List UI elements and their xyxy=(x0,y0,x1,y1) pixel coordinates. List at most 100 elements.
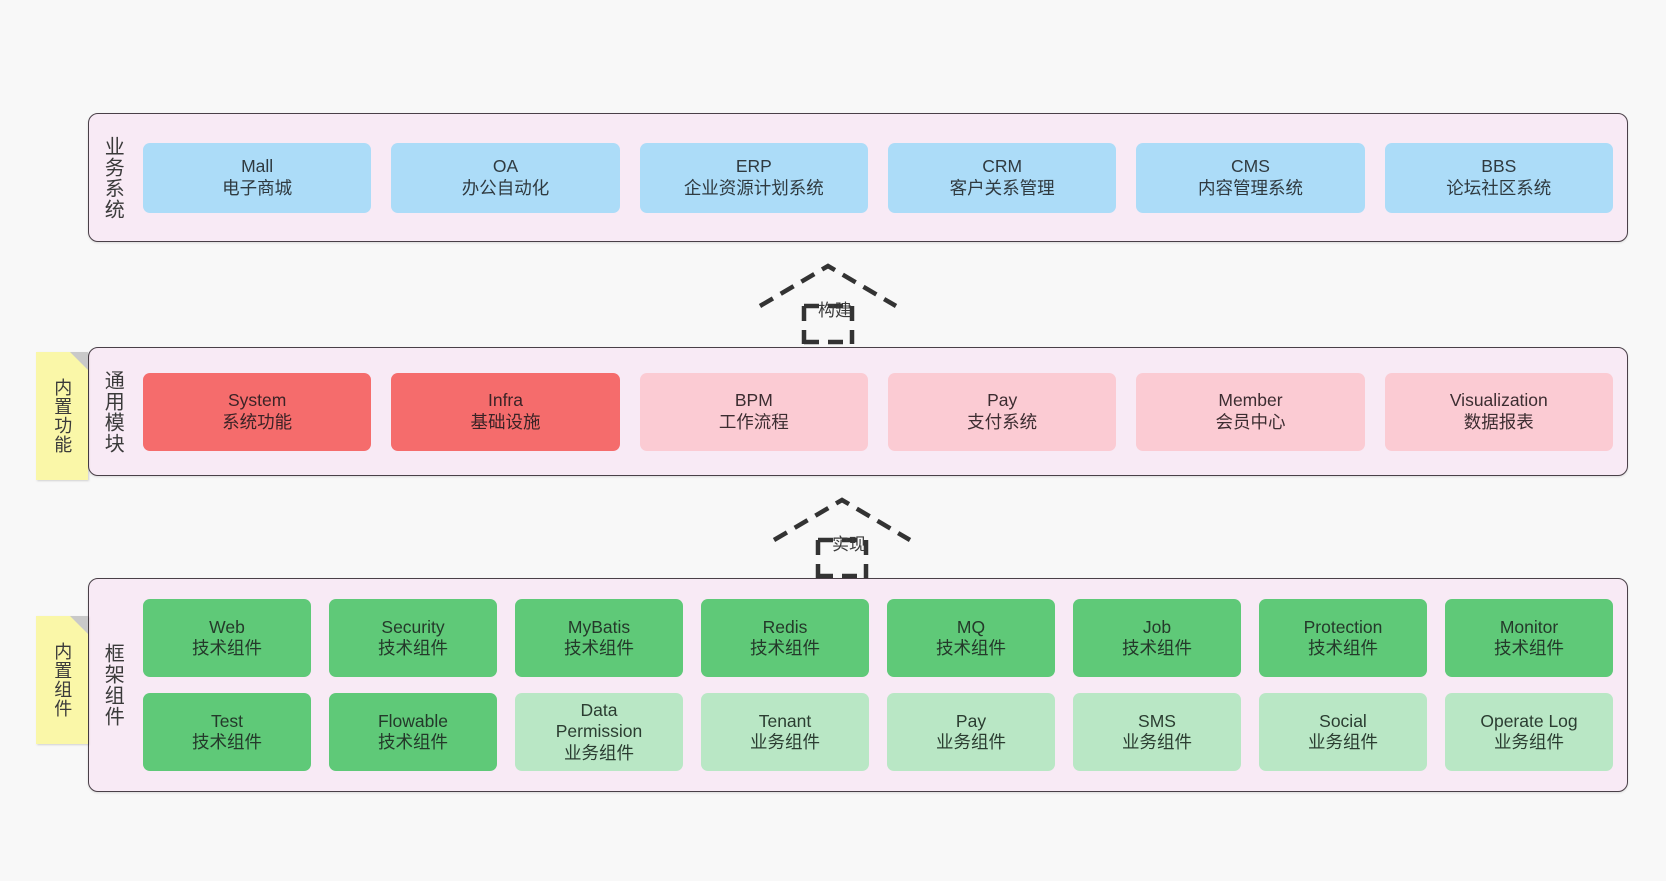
layer-business-systems: 业务系统 Mall 电子商城 OA 办公自动化 ERP 企业资源计划系统 CRM… xyxy=(88,113,1628,242)
framework-card-web-desc: 技术组件 xyxy=(192,638,262,658)
business-card-mall[interactable]: Mall 电子商城 xyxy=(143,142,372,213)
sticky-note-fold-icon xyxy=(70,616,88,634)
layer-framework-components: 框架组件 Web 技术组件 Security 技术组件 MyBatis 技术组件… xyxy=(88,578,1628,792)
framework-card-data-permission-name: Data Permission xyxy=(555,699,643,742)
framework-card-flowable[interactable]: Flowable 技术组件 xyxy=(329,693,497,771)
module-card-infra-desc: 基础设施 xyxy=(470,411,541,432)
business-card-crm[interactable]: CRM 客户关系管理 xyxy=(887,142,1117,213)
framework-biz-row: Test 技术组件 Flowable 技术组件 Data Permission … xyxy=(143,693,1613,771)
framework-card-operate-log[interactable]: Operate Log 业务组件 xyxy=(1445,693,1613,771)
framework-card-social[interactable]: Social 业务组件 xyxy=(1259,693,1427,771)
module-card-infra-name: Infra xyxy=(487,390,523,411)
business-card-cms[interactable]: CMS 内容管理系统 xyxy=(1136,142,1365,213)
business-card-erp[interactable]: ERP 企业资源计划系统 xyxy=(639,142,868,213)
module-card-system[interactable]: System 系统功能 xyxy=(143,372,372,451)
layer-common-modules: 通用模块 System 系统功能 Infra 基础设施 BPM 工作流程 Pay… xyxy=(88,347,1628,476)
layer-common-modules-label: 通用模块 xyxy=(101,369,124,454)
framework-card-social-name: Social xyxy=(1319,710,1367,731)
sticky-note-fold-icon xyxy=(70,352,88,370)
module-card-bpm-name: BPM xyxy=(734,390,773,411)
framework-card-test-desc: 技术组件 xyxy=(192,732,262,752)
framework-card-data-permission-desc: 业务组件 xyxy=(564,742,634,763)
layer-framework-components-body: Web 技术组件 Security 技术组件 MyBatis 技术组件 Redi… xyxy=(135,579,1627,791)
framework-card-protection[interactable]: Protection 技术组件 xyxy=(1259,599,1427,677)
business-card-oa[interactable]: OA 办公自动化 xyxy=(391,142,620,213)
business-card-bbs-name: BBS xyxy=(1481,156,1517,177)
business-card-oa-desc: 办公自动化 xyxy=(461,177,550,198)
framework-card-protection-desc: 技术组件 xyxy=(1308,638,1378,658)
business-card-cms-desc: 内容管理系统 xyxy=(1197,177,1303,198)
framework-card-monitor-desc: 技术组件 xyxy=(1494,638,1564,658)
framework-card-pay[interactable]: Pay 业务组件 xyxy=(887,693,1055,771)
business-card-erp-desc: 企业资源计划系统 xyxy=(683,177,824,198)
framework-card-flowable-desc: 技术组件 xyxy=(378,732,448,752)
framework-card-pay-desc: 业务组件 xyxy=(936,732,1006,752)
framework-tech-row: Web 技术组件 Security 技术组件 MyBatis 技术组件 Redi… xyxy=(143,599,1613,677)
sticky-note-builtin-components: 内置组件 xyxy=(36,616,88,744)
framework-card-tenant[interactable]: Tenant 业务组件 xyxy=(701,693,869,771)
framework-card-operate-log-name: Operate Log xyxy=(1480,710,1578,731)
framework-card-redis-name: Redis xyxy=(762,616,808,637)
common-modules-row: System 系统功能 Infra 基础设施 BPM 工作流程 Pay 支付系统… xyxy=(143,372,1613,451)
framework-card-sms-name: SMS xyxy=(1138,710,1176,731)
framework-card-monitor[interactable]: Monitor 技术组件 xyxy=(1445,599,1613,677)
framework-card-test-name: Test xyxy=(210,710,244,731)
business-card-mall-desc: 电子商城 xyxy=(222,177,293,198)
framework-card-mybatis[interactable]: MyBatis 技术组件 xyxy=(515,599,683,677)
business-card-crm-name: CRM xyxy=(982,156,1023,177)
business-card-cms-name: CMS xyxy=(1231,156,1270,177)
framework-card-mybatis-name: MyBatis xyxy=(567,616,631,637)
connector-implement-arrowhead xyxy=(772,497,912,542)
module-card-visualization-desc: 数据报表 xyxy=(1463,411,1534,432)
framework-card-mq[interactable]: MQ 技术组件 xyxy=(887,599,1055,677)
framework-card-sms[interactable]: SMS 业务组件 xyxy=(1073,693,1241,771)
module-card-bpm-desc: 工作流程 xyxy=(718,411,789,432)
module-card-visualization[interactable]: Visualization 数据报表 xyxy=(1384,372,1613,451)
connector-build-arrowhead xyxy=(758,263,898,308)
business-card-oa-name: OA xyxy=(492,156,519,177)
framework-card-pay-name: Pay xyxy=(955,710,987,731)
framework-card-security-desc: 技术组件 xyxy=(378,638,448,658)
framework-card-operate-log-desc: 业务组件 xyxy=(1494,732,1564,752)
business-card-crm-desc: 客户关系管理 xyxy=(949,177,1055,198)
framework-card-job-desc: 技术组件 xyxy=(1122,638,1192,658)
sticky-note-builtin-features-label: 内置功能 xyxy=(52,378,73,454)
business-card-bbs[interactable]: BBS 论坛社区系统 xyxy=(1384,142,1613,213)
connector-build-label: 构建 xyxy=(818,301,852,320)
module-card-member-desc: 会员中心 xyxy=(1215,411,1286,432)
module-card-pay-name: Pay xyxy=(987,390,1018,411)
framework-card-redis-desc: 技术组件 xyxy=(750,638,820,658)
framework-card-security[interactable]: Security 技术组件 xyxy=(329,599,497,677)
module-card-pay[interactable]: Pay 支付系统 xyxy=(887,372,1117,451)
framework-card-monitor-name: Monitor xyxy=(1499,616,1559,637)
framework-card-social-desc: 业务组件 xyxy=(1308,732,1378,752)
sticky-note-builtin-features: 内置功能 xyxy=(36,352,88,480)
layer-business-systems-body: Mall 电子商城 OA 办公自动化 ERP 企业资源计划系统 CRM 客户关系… xyxy=(135,114,1627,241)
connector-implement: 实现 xyxy=(766,492,926,579)
connector-implement-label: 实现 xyxy=(832,535,866,554)
business-card-mall-name: Mall xyxy=(241,156,274,177)
framework-card-data-permission[interactable]: Data Permission 业务组件 xyxy=(515,693,683,771)
framework-card-redis[interactable]: Redis 技术组件 xyxy=(701,599,869,677)
business-systems-row: Mall 电子商城 OA 办公自动化 ERP 企业资源计划系统 CRM 客户关系… xyxy=(143,142,1613,213)
framework-card-security-name: Security xyxy=(381,616,445,637)
module-card-visualization-name: Visualization xyxy=(1449,390,1548,411)
module-card-bpm[interactable]: BPM 工作流程 xyxy=(639,372,868,451)
module-card-infra[interactable]: Infra 基础设施 xyxy=(391,372,620,451)
framework-card-test[interactable]: Test 技术组件 xyxy=(143,693,311,771)
framework-card-protection-name: Protection xyxy=(1303,616,1383,637)
layer-common-modules-body: System 系统功能 Infra 基础设施 BPM 工作流程 Pay 支付系统… xyxy=(135,348,1627,475)
module-card-system-desc: 系统功能 xyxy=(222,411,293,432)
framework-card-job[interactable]: Job 技术组件 xyxy=(1073,599,1241,677)
framework-card-mybatis-desc: 技术组件 xyxy=(564,638,634,658)
framework-card-mq-desc: 技术组件 xyxy=(936,638,1006,658)
framework-card-mq-name: MQ xyxy=(956,616,986,637)
module-card-member[interactable]: Member 会员中心 xyxy=(1136,372,1365,451)
framework-card-tenant-name: Tenant xyxy=(758,710,812,731)
framework-card-job-name: Job xyxy=(1142,616,1172,637)
framework-card-web[interactable]: Web 技术组件 xyxy=(143,599,311,677)
module-card-member-name: Member xyxy=(1218,390,1283,411)
business-card-bbs-desc: 论坛社区系统 xyxy=(1446,177,1552,198)
layer-framework-components-label: 框架组件 xyxy=(101,643,124,727)
